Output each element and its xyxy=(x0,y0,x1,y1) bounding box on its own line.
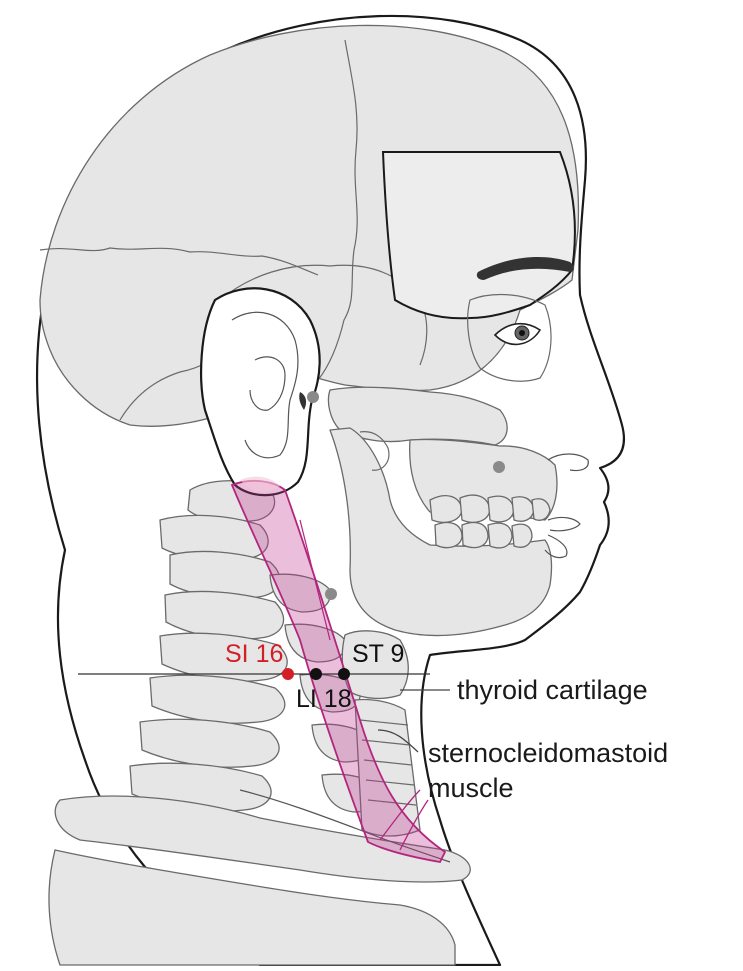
upper-teeth xyxy=(429,494,551,523)
scapula-shoulder xyxy=(48,849,456,966)
thyroid-cartilage-label: thyroid cartilage xyxy=(457,675,648,705)
squamosal-suture xyxy=(219,264,428,366)
eye-orbit xyxy=(467,293,552,382)
reference-point-cheek xyxy=(493,461,505,473)
acupoint-si16-dot xyxy=(282,668,294,680)
scm-leader xyxy=(377,729,419,753)
coronal-suture xyxy=(317,39,358,381)
acupoint-li18-dot xyxy=(310,668,322,680)
reference-point-ear xyxy=(307,391,319,403)
acupoint-li18-label: LI 18 xyxy=(296,685,352,713)
lips xyxy=(544,516,581,559)
ear-concha xyxy=(249,356,286,411)
lower-teeth xyxy=(434,521,533,549)
ear-tragus xyxy=(299,392,307,410)
trachea-rings xyxy=(359,719,417,806)
frontal-plane xyxy=(381,151,576,320)
mandible-notch xyxy=(359,431,390,471)
sternocleidomastoid-muscle xyxy=(230,476,447,864)
head-outline xyxy=(36,14,626,967)
acupoint-st9-label: ST 9 xyxy=(352,640,404,668)
mandible xyxy=(329,427,553,637)
nostril xyxy=(547,453,589,472)
clavicle xyxy=(54,795,471,883)
pupil xyxy=(519,330,525,336)
lambdoid-suture xyxy=(39,247,319,276)
acupoint-st9-dot xyxy=(338,668,350,680)
scm-label-line2: muscle xyxy=(428,773,514,803)
eyebrow xyxy=(476,257,574,280)
trachea xyxy=(354,698,421,837)
scm-label-line1: sternocleidomastoid xyxy=(428,738,668,768)
reference-point-neck xyxy=(325,588,337,600)
ear-helix-inner xyxy=(231,311,299,459)
acupoint-si16-label: SI 16 xyxy=(225,640,283,668)
sternum-line xyxy=(239,789,451,863)
ear xyxy=(200,287,321,497)
